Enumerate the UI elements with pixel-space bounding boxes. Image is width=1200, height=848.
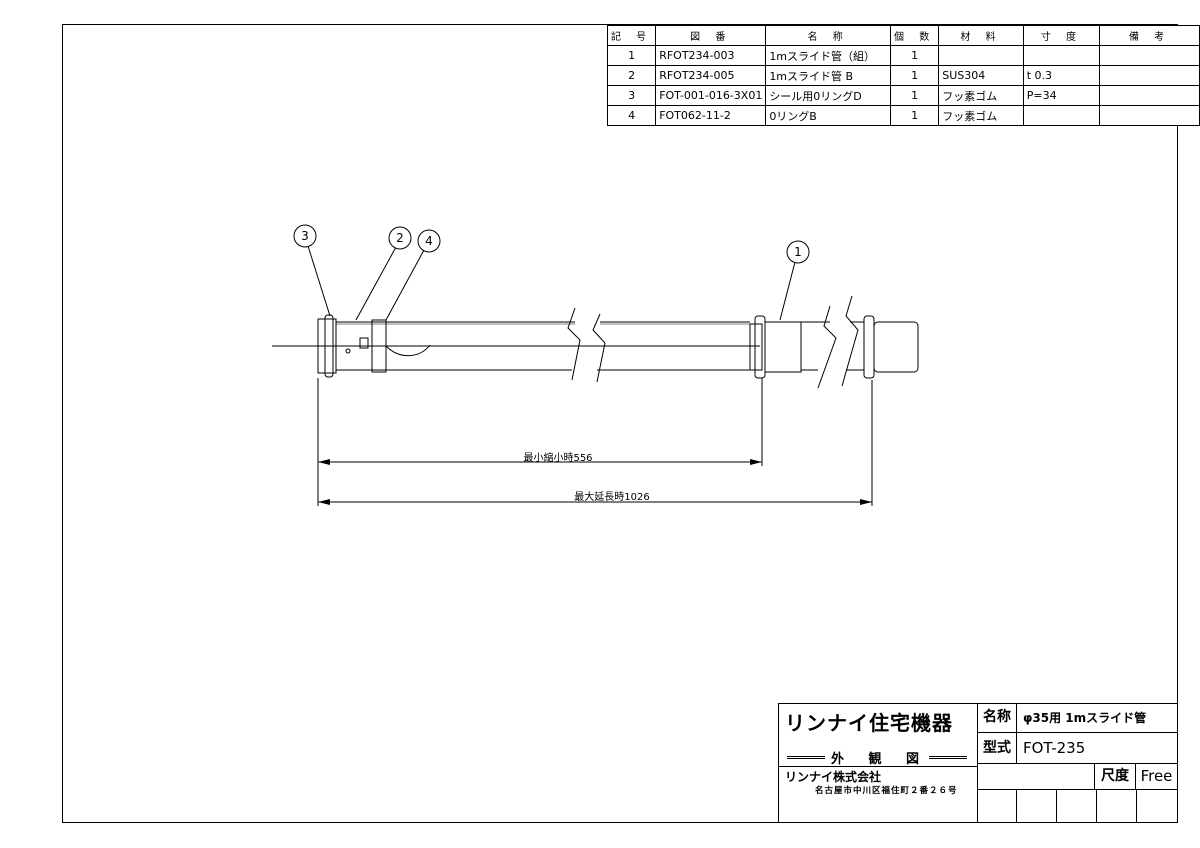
cell-drawing-no: FOT-001-016-3X01	[655, 85, 767, 106]
header-dimension: 寸 度	[1022, 25, 1101, 46]
max-length-label: 最大延長時1026	[574, 490, 649, 503]
blank-cell	[1096, 789, 1137, 823]
cell-dimension: P=34	[1022, 85, 1101, 106]
company-name: リンナイ株式会社	[785, 770, 882, 784]
callout-2-label: 2	[396, 231, 404, 245]
header-name: 名 称	[765, 25, 892, 46]
model-value: FOT-235	[1016, 732, 1178, 764]
model-label: 型式	[977, 732, 1017, 764]
cell-drawing-no: FOT062-11-2	[655, 105, 767, 126]
cell-dimension	[1022, 105, 1101, 126]
blank-cell	[1136, 789, 1178, 823]
manufacturer-name: リンナイ住宅機器	[785, 711, 953, 735]
cell-remarks	[1099, 45, 1200, 66]
view-label-row: 外 観 図	[787, 748, 967, 767]
cell-drawing-no: RFOT234-003	[655, 45, 767, 66]
manufacturer-area: リンナイ住宅機器 外 観 図 リンナイ株式会社 名古屋市中川区福住町２番２６号	[778, 703, 978, 823]
cell-material: SUS304	[938, 65, 1024, 86]
cell-name: 1mスライド管（組）	[765, 45, 892, 66]
blank-cell	[1056, 789, 1097, 823]
blank-cell	[977, 789, 1017, 823]
cell-no: 3	[606, 85, 657, 106]
min-length-label: 最小縮小時556	[523, 451, 592, 464]
header-no: 記 号	[606, 25, 657, 46]
scale-value: Free	[1135, 763, 1178, 790]
callout-4	[417, 229, 441, 253]
cell-no: 2	[606, 65, 657, 86]
table-row: 4 FOT062-11-2 0リングB 1 フッ素ゴム	[606, 105, 1200, 126]
cell-remarks	[1099, 65, 1200, 86]
cell-remarks	[1099, 85, 1200, 106]
callout-1-label: 1	[794, 245, 802, 259]
o-ring-d	[324, 314, 334, 378]
header-remarks: 備 考	[1099, 25, 1200, 46]
header-qty: 個 数	[890, 25, 940, 46]
divider	[779, 766, 977, 767]
cell-name: 1mスライド管 B	[765, 65, 892, 86]
cell-no: 1	[606, 45, 657, 66]
header-material: 材 料	[938, 25, 1024, 46]
callout-2	[388, 226, 412, 250]
parts-list-table: 記 号 図 番 名 称 個 数 材 料 寸 度 備 考 1 RFOT234-00…	[606, 25, 1200, 126]
drawing-frame	[62, 24, 1178, 823]
cell-remarks	[1099, 105, 1200, 126]
title-block: リンナイ住宅機器 外 観 図 リンナイ株式会社 名古屋市中川区福住町２番２６号 …	[778, 703, 1178, 823]
cell-drawing-no: RFOT234-005	[655, 65, 767, 86]
cell-qty: 1	[890, 45, 940, 66]
cell-name: 0リングB	[765, 105, 892, 126]
blank-cell	[977, 763, 1095, 790]
blank-cell	[1016, 789, 1057, 823]
view-label: 外 観 図	[830, 752, 930, 767]
callout-4-label: 4	[425, 234, 433, 248]
header-drawing-no: 図 番	[655, 25, 767, 46]
callout-1	[786, 240, 810, 264]
table-row: 2 RFOT234-005 1mスライド管 B 1 SUS304 t 0.3	[606, 65, 1200, 86]
cell-dimension	[1022, 45, 1101, 66]
cell-material: フッ素ゴム	[938, 85, 1024, 106]
cell-dimension: t 0.3	[1022, 65, 1101, 86]
name-value: φ35用 1mスライド管	[1016, 703, 1178, 733]
company-address: 名古屋市中川区福住町２番２６号	[815, 786, 958, 796]
scale-label: 尺度	[1094, 763, 1136, 790]
end-cap	[317, 318, 337, 374]
callout-3	[293, 224, 317, 248]
table-row: 3 FOT-001-016-3X01 シール用0リングD 1 フッ素ゴム P=3…	[606, 85, 1200, 106]
divider	[929, 756, 967, 759]
cell-qty: 1	[890, 65, 940, 86]
cell-material: フッ素ゴム	[938, 105, 1024, 126]
callout-3-label: 3	[301, 229, 309, 243]
cell-qty: 1	[890, 105, 940, 126]
divider	[787, 756, 825, 759]
table-row: 1 RFOT234-003 1mスライド管（組） 1	[606, 45, 1200, 66]
parts-list-header: 記 号 図 番 名 称 個 数 材 料 寸 度 備 考	[606, 25, 1200, 46]
cell-material	[938, 45, 1024, 66]
name-label: 名称	[977, 703, 1017, 733]
cell-name: シール用0リングD	[765, 85, 892, 106]
cell-no: 4	[606, 105, 657, 126]
cell-qty: 1	[890, 85, 940, 106]
